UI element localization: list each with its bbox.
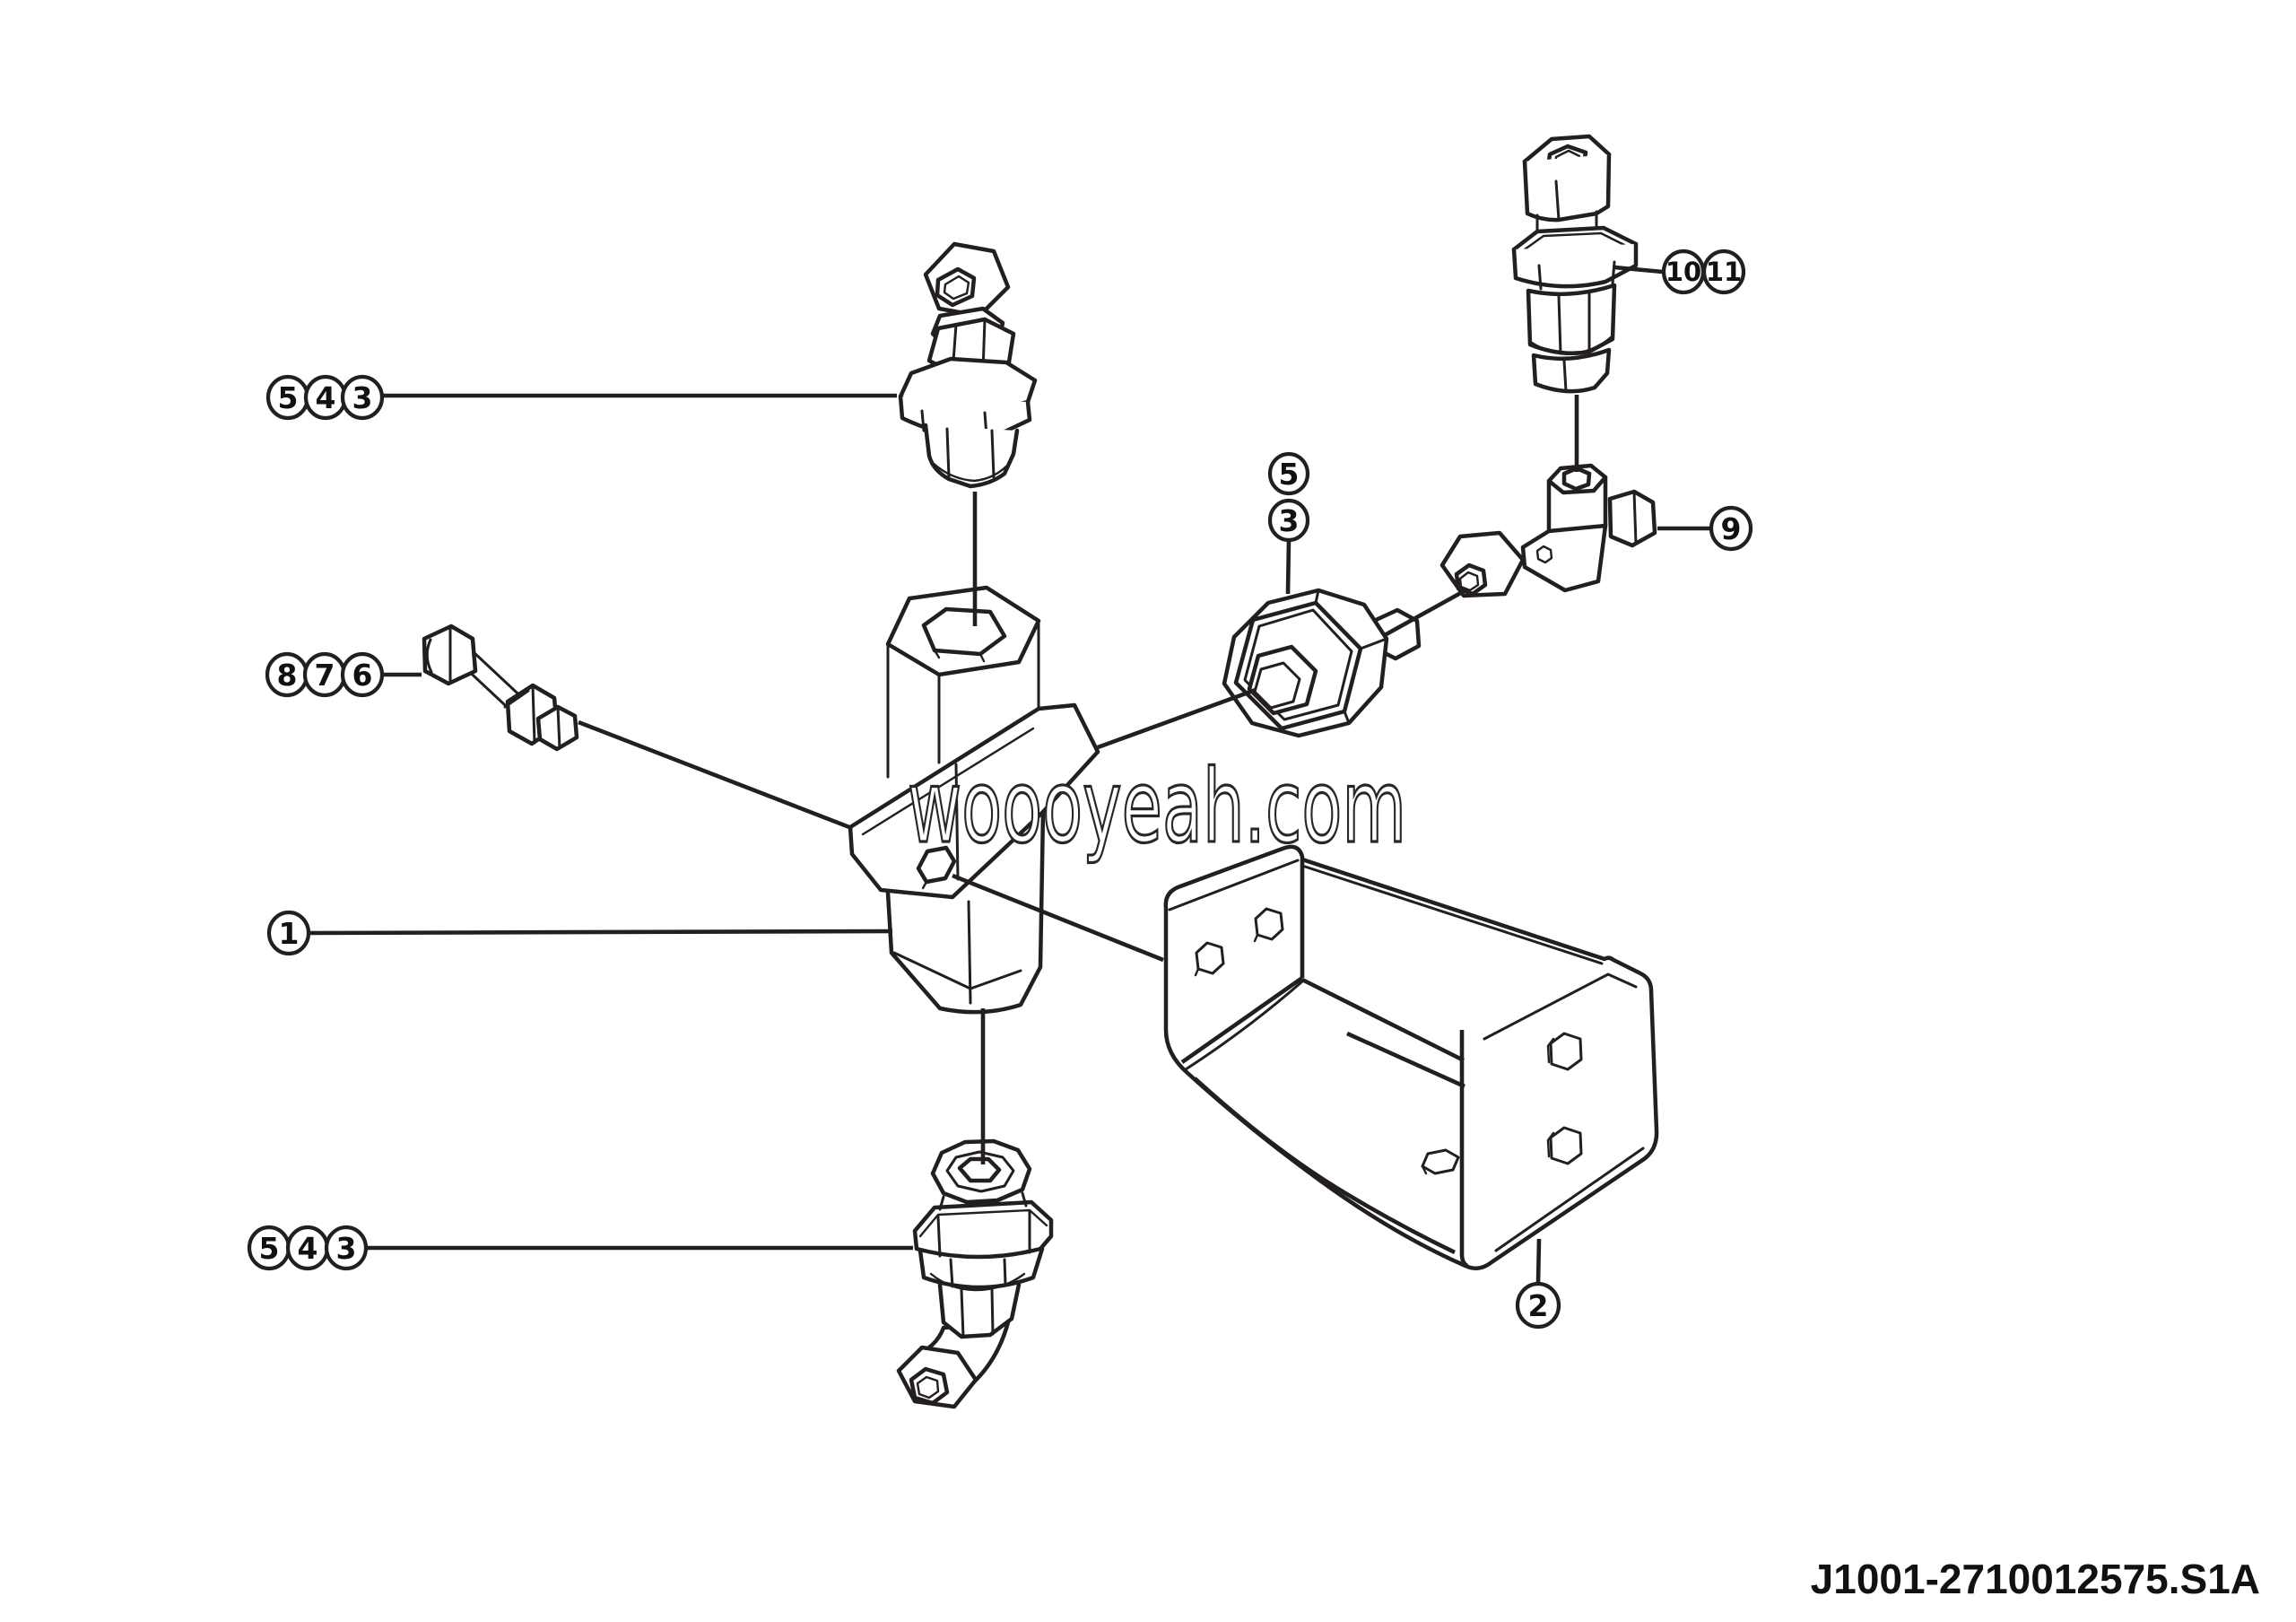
leader-lines xyxy=(308,265,1709,1285)
callout-badge: 10 xyxy=(1665,257,1701,287)
callout-bracket: 2 xyxy=(1515,1281,1561,1330)
callout-group-bottom-left: 5 4 3 xyxy=(247,1225,369,1271)
drawing-code: J1001-2710012575.S1A xyxy=(1811,1556,2260,1602)
watermark: woooyeah.com xyxy=(908,749,1406,866)
callout-badge: 5 xyxy=(278,380,299,415)
callout-badge: 8 xyxy=(277,658,298,693)
bulkhead-union-fitting-drawing xyxy=(1222,588,1422,738)
callout-badge: 2 xyxy=(1528,1288,1549,1323)
bottom-elbow-fitting-drawing xyxy=(896,1138,1054,1409)
callout-group-top-left: 5 4 3 xyxy=(265,374,385,421)
callout-badge: 4 xyxy=(298,1231,318,1266)
callout-tee: 9 xyxy=(1709,505,1753,552)
callout-badge: 5 xyxy=(1279,457,1300,492)
center-block-drawing xyxy=(848,585,1100,1015)
top-union-fitting-drawing xyxy=(898,241,1038,489)
callout-badge: 4 xyxy=(316,380,336,415)
callout-badge: 11 xyxy=(1706,257,1742,287)
callout-badge: 3 xyxy=(352,380,373,415)
tee-elbow-fitting-drawing xyxy=(1439,463,1657,598)
bolt-assembly-drawing xyxy=(422,624,579,752)
straight-union-fitting-drawing xyxy=(1511,134,1639,394)
mounting-bracket-drawing xyxy=(1163,844,1659,1270)
callout-badge: 6 xyxy=(352,658,373,693)
callout-group-left: 8 7 6 xyxy=(265,651,385,698)
callout-badge: 3 xyxy=(336,1231,357,1266)
callout-group-top-right: 10 11 xyxy=(1661,249,1746,295)
callout-badge: 7 xyxy=(315,658,335,693)
callout-badge: 9 xyxy=(1721,511,1742,546)
callout-badge: 3 xyxy=(1279,503,1300,538)
callout-badge: 1 xyxy=(279,916,300,951)
callout-badge: 5 xyxy=(259,1231,280,1266)
callout-group-center: 5 3 xyxy=(1267,451,1310,543)
callout-block: 1 xyxy=(266,910,311,956)
